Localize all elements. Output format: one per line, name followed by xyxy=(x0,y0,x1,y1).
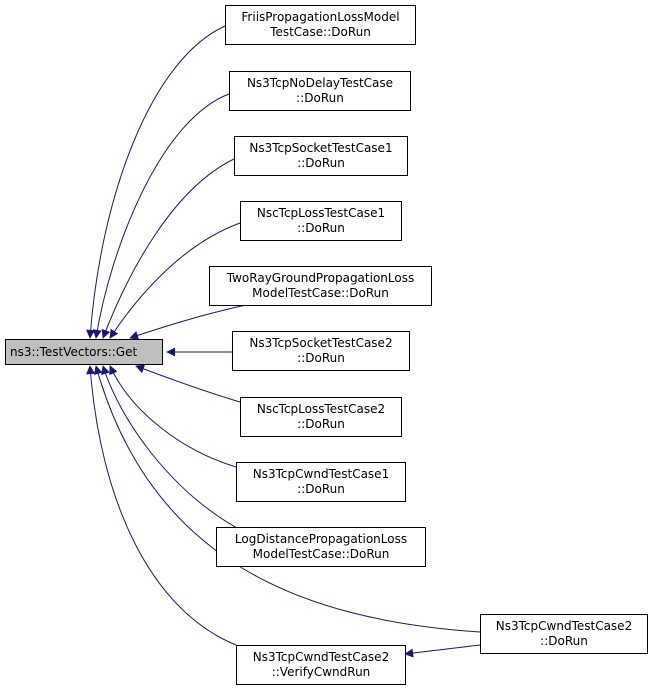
edge-tworay xyxy=(129,304,247,340)
node-line2: ::DoRun xyxy=(297,351,345,365)
node-socket2[interactable]: Ns3TcpSocketTestCase2 ::DoRun xyxy=(232,331,410,371)
node-line1: NscTcpLossTestCase2 xyxy=(256,402,386,416)
node-tworay[interactable]: TwoRayGroundPropagationLoss ModelTestCas… xyxy=(209,266,432,306)
node-socket1[interactable]: Ns3TcpSocketTestCase1 ::DoRun xyxy=(234,136,408,176)
edge-socket1 xyxy=(101,158,235,339)
node-line1: Ns3TcpSocketTestCase1 xyxy=(249,141,393,155)
node-line1: Ns3TcpSocketTestCase2 xyxy=(249,336,393,350)
node-nscloss1[interactable]: NscTcpLossTestCase1 ::DoRun xyxy=(240,201,402,241)
edge-logdist xyxy=(101,365,238,529)
node-line2: ::VerifyCwndRun xyxy=(271,665,371,679)
edge-nscloss2 xyxy=(135,364,241,403)
node-line1: LogDistancePropagationLoss xyxy=(234,532,408,546)
node-line1: Ns3TcpCwndTestCase1 xyxy=(252,467,390,481)
edge-nscloss1 xyxy=(109,222,241,339)
node-line1: FriisPropagationLossModel xyxy=(241,10,400,24)
node-friis[interactable]: FriisPropagationLossModel TestCase::DoRu… xyxy=(225,5,416,45)
node-logdist[interactable]: LogDistancePropagationLoss ModelTestCase… xyxy=(216,527,426,567)
node-nodelay[interactable]: Ns3TcpNoDelayTestCase ::DoRun xyxy=(229,71,411,111)
edge-cwnd1 xyxy=(109,365,237,468)
edge-verifycwnd xyxy=(86,365,237,646)
node-cwnd1[interactable]: Ns3TcpCwndTestCase1 ::DoRun xyxy=(236,462,406,502)
node-line1: TwoRayGroundPropagationLoss xyxy=(226,271,415,285)
node-line2: ::DoRun xyxy=(297,417,345,431)
node-line2: ModelTestCase::DoRun xyxy=(252,547,390,561)
root-node[interactable]: ns3::TestVectors::Get xyxy=(5,339,163,365)
node-line1: Ns3TcpCwndTestCase2 xyxy=(252,650,390,664)
node-verifycwnd[interactable]: Ns3TcpCwndTestCase2 ::VerifyCwndRun xyxy=(236,645,406,685)
edge-cwnd2run-to-verify xyxy=(404,644,481,658)
root-node-label: ns3::TestVectors::Get xyxy=(10,344,138,359)
node-line2: TestCase::DoRun xyxy=(270,25,371,39)
node-line2: ::DoRun xyxy=(297,482,345,496)
node-line2: ::DoRun xyxy=(540,634,588,648)
node-line1: NscTcpLossTestCase1 xyxy=(256,206,386,220)
edge-cwnd2run xyxy=(93,365,481,633)
node-cwnd2run[interactable]: Ns3TcpCwndTestCase2 ::DoRun xyxy=(480,614,648,654)
node-line2: ::DoRun xyxy=(296,91,344,105)
node-line2: ModelTestCase::DoRun xyxy=(252,286,389,300)
node-line1: Ns3TcpCwndTestCase2 xyxy=(495,619,633,633)
edge-nodelay xyxy=(92,93,230,339)
edge-friis xyxy=(86,25,226,339)
node-line2: ::DoRun xyxy=(297,221,345,235)
node-line2: ::DoRun xyxy=(297,156,345,170)
node-line1: Ns3TcpNoDelayTestCase xyxy=(246,76,394,90)
node-nscloss2[interactable]: NscTcpLossTestCase2 ::DoRun xyxy=(240,397,402,437)
